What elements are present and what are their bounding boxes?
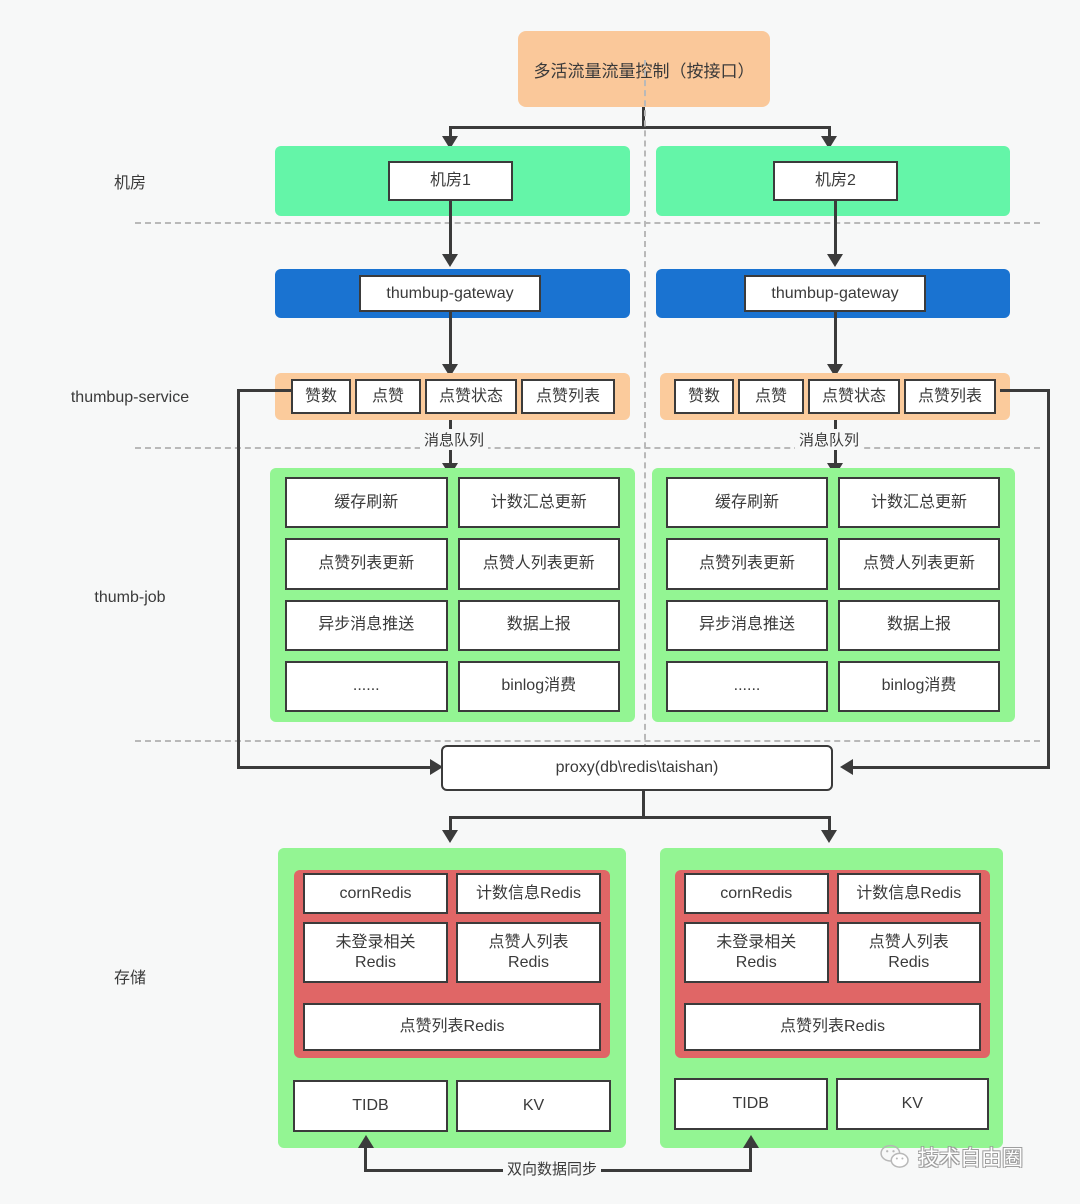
job-item[interactable]: 点赞人列表更新 [457,538,620,590]
separator-job-storage [135,740,1040,742]
service-item[interactable]: 点赞 [355,379,421,414]
service-item[interactable]: 点赞列表 [521,379,615,414]
separator-idc-gateway [135,222,1040,224]
edge-idc-gateway-arrow-left [442,254,458,267]
db-grid-right: TIDB KV [674,1078,989,1130]
row-label-service: thumbup-service [70,389,190,406]
service-item[interactable]: 赞数 [674,379,734,414]
redis-item[interactable]: 未登录相关 Redis [684,922,829,983]
db-item[interactable]: KV [835,1078,989,1130]
job-item[interactable]: ...... [666,660,828,712]
job-item[interactable]: 数据上报 [457,599,620,651]
proxy-box[interactable]: proxy(db\redis\taishan) [441,745,833,791]
job-grid-right: 缓存刷新 计数汇总更新 点赞列表更新 点赞人列表更新 异步消息推送 数据上报 .… [666,477,1000,712]
redis-item[interactable]: 计数信息Redis [836,873,981,914]
wechat-icon [880,1144,910,1170]
job-item[interactable]: ...... [285,660,448,712]
edge-service-proxy-left-bottom [237,766,433,769]
title-drop-left [449,126,452,138]
edge-idc-gateway-left [449,201,452,256]
gateway-box-right[interactable]: thumbup-gateway [744,275,926,312]
service-items-right: 赞数 点赞 点赞状态 点赞列表 [674,379,996,414]
title-drop-right [828,126,831,138]
idc-box-right[interactable]: 机房2 [773,161,898,201]
redis-grid-left: cornRedis 计数信息Redis 未登录相关 Redis 点赞人列表 Re… [303,873,601,983]
idc-box-left[interactable]: 机房1 [388,161,513,201]
row-label-job: thumb-job [94,589,166,606]
job-item[interactable]: 异步消息推送 [666,599,828,651]
edge-gateway-service-right [834,312,837,367]
edge-gateway-service-left [449,312,452,367]
db-item[interactable]: KV [456,1080,611,1132]
job-item[interactable]: 点赞列表更新 [666,538,828,590]
gateway-box-left[interactable]: thumbup-gateway [359,275,541,312]
service-item[interactable]: 赞数 [291,379,351,414]
edge-service-proxy-arrow-right [840,759,853,775]
service-item[interactable]: 点赞 [738,379,804,414]
proxy-arrow-right [821,830,837,843]
row-label-idc: 机房 [113,175,146,192]
title-split-bar [450,126,830,129]
title-stem [642,107,645,129]
redis-full-width-left[interactable]: 点赞列表Redis [303,1003,601,1051]
column-divider [644,60,646,760]
job-item[interactable]: 点赞列表更新 [285,538,448,590]
job-item[interactable]: binlog消费 [838,660,1000,712]
db-grid-left: TIDB KV [293,1080,611,1132]
separator-service-job [135,447,1040,449]
redis-grid-right: cornRedis 计数信息Redis 未登录相关 Redis 点赞人列表 Re… [684,873,981,983]
proxy-drop-right [828,816,831,832]
row-label-storage: 存储 [113,970,146,987]
sync-riser-right [749,1146,752,1172]
job-grid-left: 缓存刷新 计数汇总更新 点赞列表更新 点赞人列表更新 异步消息推送 数据上报 .… [285,477,620,712]
job-item[interactable]: 缓存刷新 [285,477,448,529]
db-item[interactable]: TIDB [293,1080,448,1132]
sync-riser-left [364,1146,367,1172]
job-item[interactable]: 计数汇总更新 [838,477,1000,529]
edge-service-proxy-right-top [1000,389,1050,392]
watermark: 技术自由圈 [880,1142,1023,1172]
job-item[interactable]: 缓存刷新 [666,477,828,529]
job-item[interactable]: 点赞人列表更新 [838,538,1000,590]
service-items-left: 赞数 点赞 点赞状态 点赞列表 [291,379,615,414]
sync-arrow-left [358,1135,374,1148]
edge-service-proxy-right-bottom [851,766,1050,769]
edge-service-proxy-arrow-left [430,759,443,775]
edge-idc-gateway-right [834,201,837,256]
redis-item[interactable]: cornRedis [303,873,448,914]
service-item[interactable]: 点赞状态 [425,379,517,414]
redis-item[interactable]: 点赞人列表 Redis [836,922,981,983]
edge-service-proxy-left-top [237,389,293,392]
proxy-arrow-left [442,830,458,843]
edge-idc-gateway-arrow-right [827,254,843,267]
job-item[interactable]: binlog消费 [457,660,620,712]
proxy-split-bar [450,816,830,819]
title-arrow-left [442,136,458,149]
proxy-stem [642,791,645,818]
redis-item[interactable]: 计数信息Redis [456,873,601,914]
redis-item[interactable]: 未登录相关 Redis [303,922,448,983]
edge-label-bidirectional-sync: 双向数据同步 [503,1158,602,1179]
service-item[interactable]: 点赞状态 [808,379,900,414]
proxy-drop-left [449,816,452,832]
redis-item[interactable]: cornRedis [684,873,829,914]
db-item[interactable]: TIDB [674,1078,828,1130]
edge-service-proxy-right-vert [1047,389,1050,769]
job-item[interactable]: 数据上报 [838,599,1000,651]
service-item[interactable]: 点赞列表 [904,379,996,414]
edge-label-message-queue-right: 消息队列 [795,429,864,450]
job-item[interactable]: 异步消息推送 [285,599,448,651]
edge-service-proxy-left-vert [237,389,240,769]
title-arrow-right [821,136,837,149]
job-item[interactable]: 计数汇总更新 [457,477,620,529]
edge-label-message-queue-left: 消息队列 [420,429,489,450]
redis-full-width-right[interactable]: 点赞列表Redis [684,1003,981,1051]
redis-item[interactable]: 点赞人列表 Redis [456,922,601,983]
watermark-text: 技术自由圈 [918,1147,1023,1170]
sync-arrow-right [743,1135,759,1148]
